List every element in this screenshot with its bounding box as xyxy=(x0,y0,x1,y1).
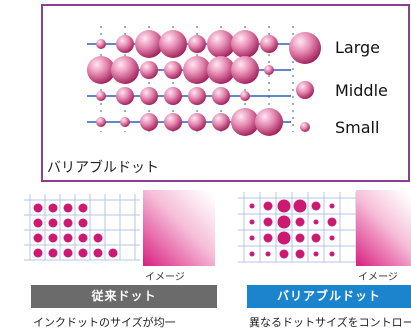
uniform-dot xyxy=(93,233,103,243)
variable-dot-large xyxy=(293,199,307,213)
uniform-dot xyxy=(33,248,43,258)
uniform-dot xyxy=(33,218,43,228)
variable-dot-small xyxy=(329,251,335,257)
dot-middle xyxy=(140,61,158,79)
uniform-dot xyxy=(78,233,88,243)
uniform-dot xyxy=(78,248,88,258)
variable-dot-middle xyxy=(263,217,273,227)
dot-middle xyxy=(164,61,182,79)
dot-small xyxy=(96,91,106,101)
dot-large xyxy=(207,56,235,84)
uniform-dot xyxy=(48,218,58,228)
variable-dot-small xyxy=(249,219,255,225)
variable-dot-small xyxy=(249,251,255,257)
variable-dot-middle xyxy=(279,249,289,259)
legend-dot-middle xyxy=(296,81,314,99)
dot-large xyxy=(87,56,115,84)
uniform-dot xyxy=(108,248,118,258)
dot-middle xyxy=(188,113,206,131)
variable-dot-small xyxy=(313,251,319,257)
conventional-image-note: イメージ xyxy=(145,272,185,283)
panel-caption: バリアブルドット xyxy=(47,160,159,176)
conventional-gradient-sample xyxy=(143,190,215,266)
conventional-dot-grid xyxy=(24,194,140,261)
dot-middle xyxy=(260,35,278,53)
legend-label-small: Small xyxy=(335,118,380,137)
conventional-column: イメージ 従来ドット インクドットのサイズが均一 xyxy=(0,190,217,330)
dot-small xyxy=(120,117,130,127)
uniform-dot xyxy=(48,203,58,213)
variable-gradient-sample xyxy=(356,190,411,266)
variable-dot-grid xyxy=(238,192,357,263)
variable-image-note: イメージ xyxy=(358,272,398,283)
uniform-dot xyxy=(78,218,88,228)
variable-dot-large xyxy=(277,199,291,213)
conventional-description: インクドットのサイズが均一 xyxy=(33,316,176,329)
variable-dot-middle xyxy=(295,249,305,259)
dot-middle xyxy=(140,87,158,105)
variable-dot-large xyxy=(277,231,291,245)
dot-middle xyxy=(164,113,182,131)
variable-dot-chart xyxy=(87,26,321,136)
dot-small xyxy=(96,39,106,49)
variable-dot-small xyxy=(329,203,335,209)
dot-middle xyxy=(164,87,182,105)
dot-large xyxy=(207,30,235,58)
dot-large xyxy=(231,56,259,84)
legend-label-middle: Middle xyxy=(335,81,388,100)
uniform-dot xyxy=(48,233,58,243)
dot-middle xyxy=(140,113,158,131)
legend-dot-large xyxy=(289,32,321,64)
uniform-dot xyxy=(93,248,103,258)
variable-dot-middle xyxy=(311,201,321,211)
dot-large xyxy=(183,56,211,84)
dot-middle xyxy=(116,87,134,105)
uniform-dot xyxy=(63,248,73,258)
uniform-dot xyxy=(63,218,73,228)
variable-dot-panel: Large Middle Small バリアブルドット xyxy=(41,4,410,182)
variable-dot-middle xyxy=(263,201,273,211)
dot-small xyxy=(96,117,106,127)
variable-label-bar: バリアブルドット xyxy=(247,285,411,308)
dot-large xyxy=(159,30,187,58)
uniform-dot xyxy=(63,233,73,243)
dot-small xyxy=(240,91,250,101)
uniform-dot xyxy=(63,203,73,213)
dot-middle xyxy=(188,35,206,53)
uniform-dot xyxy=(33,233,43,243)
dot-middle xyxy=(212,87,230,105)
variable-dot-middle xyxy=(263,233,273,243)
variable-dot-middle xyxy=(311,233,321,243)
legend-dot-small xyxy=(300,122,310,132)
dot-middle xyxy=(212,113,230,131)
dot-large xyxy=(111,56,139,84)
variable-dot-middle xyxy=(295,217,305,227)
dot-large xyxy=(231,30,259,58)
variable-dot-middle xyxy=(295,233,305,243)
uniform-dot xyxy=(78,203,88,213)
dot-middle xyxy=(116,35,134,53)
legend-label-large: Large xyxy=(335,38,381,57)
variable-column: イメージ バリアブルドット 異なるドットサイズをコントロー xyxy=(230,190,411,330)
variable-dot-small xyxy=(313,219,319,225)
variable-dot-small xyxy=(249,203,255,209)
variable-dot-small xyxy=(249,235,255,241)
dot-large xyxy=(231,108,259,136)
variable-dot-small xyxy=(329,235,335,241)
variable-dot-small xyxy=(265,251,271,257)
dot-middle xyxy=(188,87,206,105)
variable-dot-middle xyxy=(327,217,337,227)
uniform-dot xyxy=(33,203,43,213)
dot-large xyxy=(135,30,163,58)
uniform-dot xyxy=(48,248,58,258)
dot-small xyxy=(264,65,274,75)
dot-large xyxy=(255,108,283,136)
variable-description: 異なるドットサイズをコントロー xyxy=(249,316,411,329)
variable-dot-large xyxy=(277,215,291,229)
conventional-label-bar: 従来ドット xyxy=(31,285,217,308)
